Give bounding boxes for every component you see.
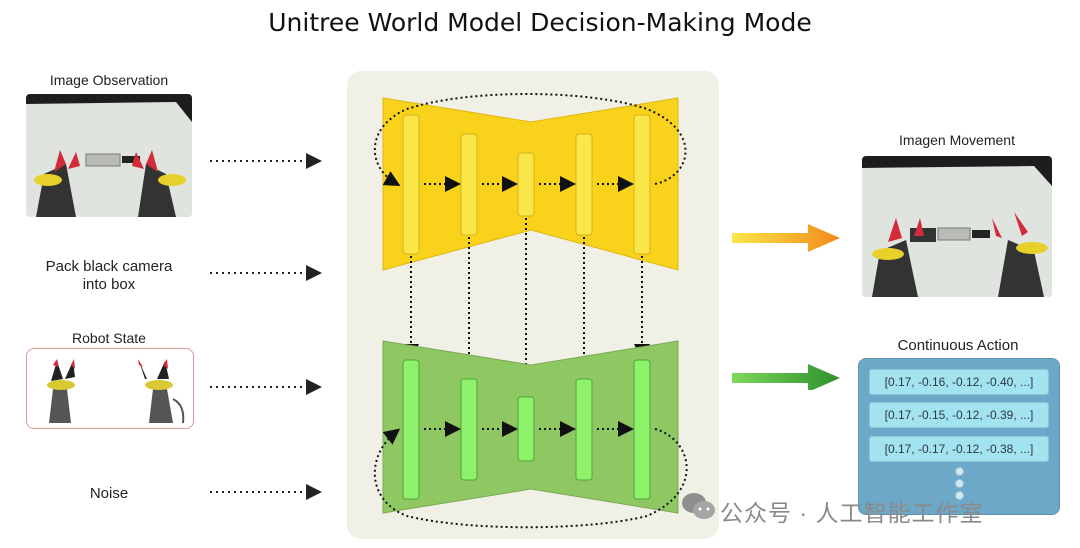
yellow-block-4 bbox=[575, 133, 593, 236]
robot-state-box bbox=[26, 348, 194, 429]
yellow-flow-arrows bbox=[373, 93, 687, 192]
green-block-5 bbox=[633, 359, 651, 500]
green-block-1 bbox=[402, 359, 420, 500]
watermark-text: 公众号 · 人工智能工作室 bbox=[720, 500, 984, 526]
imagen-movement-photo bbox=[862, 156, 1052, 297]
robot-state-label: Robot State bbox=[72, 330, 146, 346]
green-block-2 bbox=[460, 378, 478, 481]
instruction-text: Pack black camera into box bbox=[26, 258, 192, 294]
action-vector-3: [0.17, -0.17, -0.12, -0.38, ...] bbox=[869, 436, 1049, 462]
green-block-4 bbox=[575, 378, 593, 481]
instruction-line-1: Pack black camera bbox=[45, 258, 173, 275]
noise-label: Noise bbox=[89, 485, 129, 502]
input-arrows bbox=[210, 153, 322, 500]
continuous-action-box: [0.17, -0.16, -0.12, -0.40, ...] [0.17, … bbox=[858, 358, 1060, 515]
wechat-icon bbox=[682, 493, 715, 519]
robot-workspace-image bbox=[26, 94, 192, 217]
robot-grippers-image bbox=[47, 359, 185, 424]
video-output-arrow bbox=[732, 224, 840, 252]
predicted-frame-image bbox=[862, 156, 1052, 297]
yellow-block-5 bbox=[633, 114, 651, 255]
image-observation-photo bbox=[26, 94, 192, 217]
action-unet-blocks bbox=[402, 359, 651, 500]
action-vector-2: [0.17, -0.15, -0.12, -0.39, ...] bbox=[869, 402, 1049, 428]
output-arrows bbox=[732, 224, 840, 390]
video-unet-blocks bbox=[402, 114, 651, 255]
yellow-block-3 bbox=[517, 152, 535, 217]
unet-diagram bbox=[373, 93, 688, 529]
ellipsis-dot-1 bbox=[955, 467, 964, 476]
instruction-line-2: into box bbox=[82, 276, 136, 293]
imagen-movement-label: Imagen Movement bbox=[899, 132, 1015, 148]
action-output-arrow bbox=[732, 364, 840, 390]
action-vector-1: [0.17, -0.16, -0.12, -0.40, ...] bbox=[869, 369, 1049, 395]
ellipsis-dot-2 bbox=[955, 479, 964, 488]
left-gripper-icon bbox=[47, 359, 75, 423]
diagram-title: Unitree World Model Decision-Making Mode bbox=[268, 8, 812, 37]
yellow-block-1 bbox=[402, 114, 420, 255]
ellipsis-dot-3 bbox=[955, 491, 964, 500]
green-block-3 bbox=[517, 396, 535, 462]
continuous-action-label: Continuous Action bbox=[897, 337, 1019, 354]
right-gripper-icon bbox=[138, 359, 185, 424]
yellow-block-2 bbox=[460, 133, 478, 236]
green-flow-arrows bbox=[373, 421, 688, 529]
image-observation-label: Image Observation bbox=[49, 72, 169, 88]
